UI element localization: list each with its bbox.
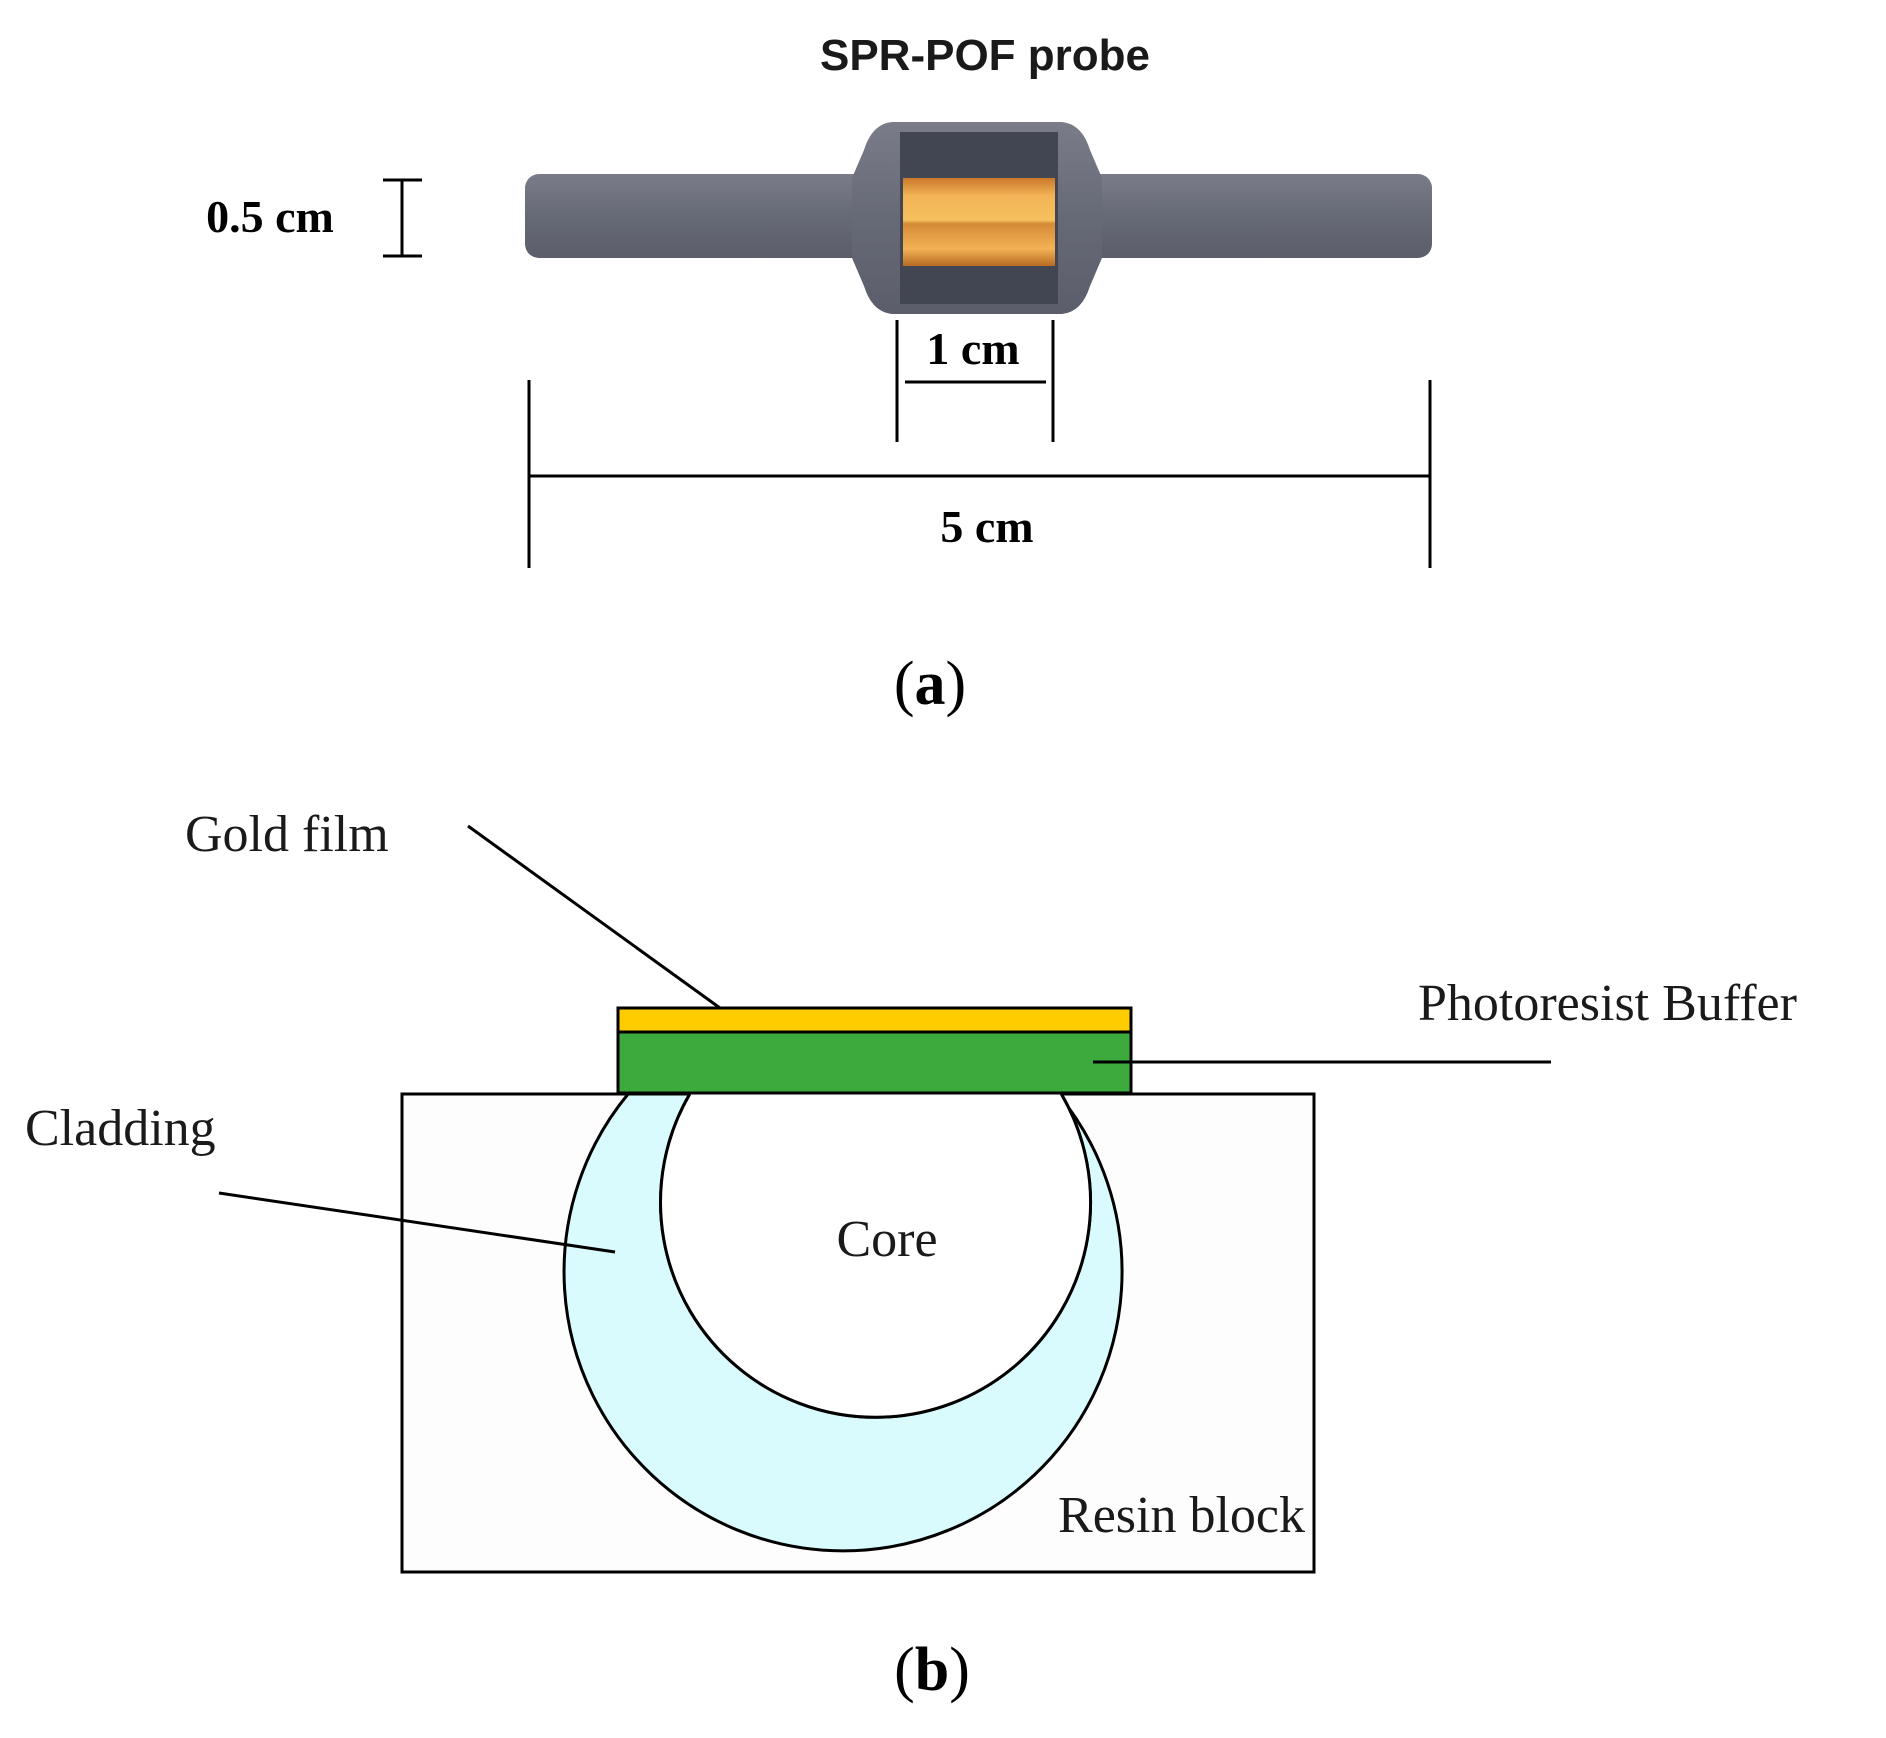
height-dimension — [383, 178, 422, 258]
gold-film-leader — [467, 824, 721, 1010]
gold-sensing-region — [903, 178, 1055, 266]
cladding-label: Cladding — [25, 1100, 216, 1157]
length-dimension — [527, 380, 1432, 568]
probe-left-arm — [525, 174, 895, 258]
fiber-core — [659, 1093, 1093, 1419]
probe-title: SPR-POF probe — [820, 31, 1150, 80]
photoresist-label: Photoresist Buffer — [1418, 975, 1797, 1032]
window-dimension — [895, 320, 1055, 442]
core-label: Core — [836, 1211, 937, 1268]
resin-label: Resin block — [1058, 1487, 1305, 1544]
panel-a-label: (a) — [894, 650, 966, 718]
cladding-leader — [218, 1191, 616, 1254]
panel-b-label: (b) — [894, 1636, 970, 1704]
gold-film-label: Gold film — [185, 806, 389, 863]
window-label: 1 cm — [926, 323, 1019, 374]
probe-right-arm — [1060, 174, 1432, 258]
panel-a: SPR-POF probe 0.5 cm 1 cm — [206, 31, 1432, 718]
probe-image — [525, 122, 1432, 314]
length-label: 5 cm — [940, 501, 1033, 552]
gold-film-layer — [616, 1006, 1133, 1034]
height-label: 0.5 cm — [206, 191, 334, 242]
photoresist-layer — [616, 1030, 1133, 1095]
panel-b: Gold film Photoresist Buffer Cladding Co… — [25, 806, 1797, 1704]
